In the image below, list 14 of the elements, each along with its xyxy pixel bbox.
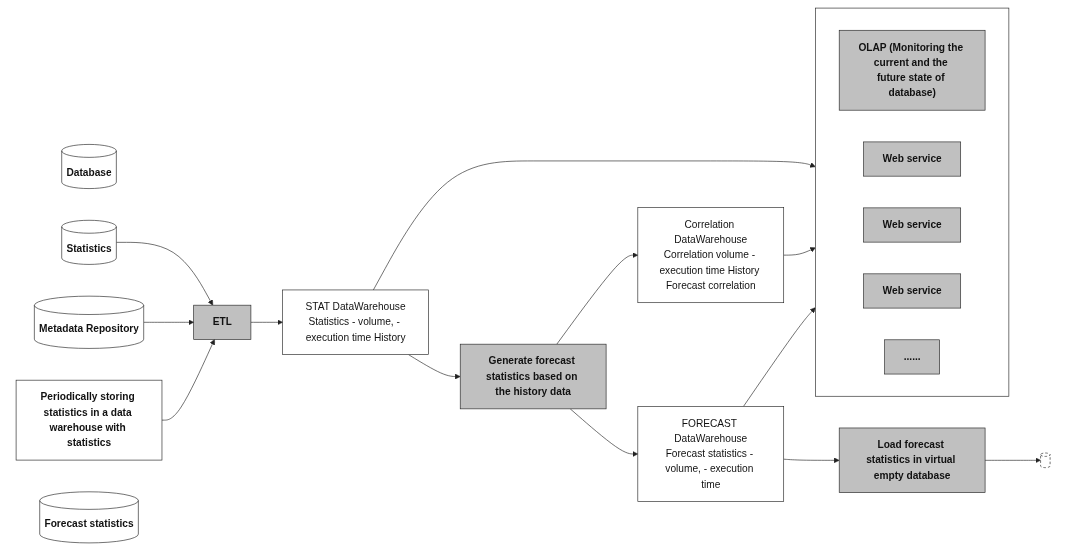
node-box: Web service (863, 273, 961, 308)
node-cylinder (1040, 452, 1051, 468)
node-box: ...... (884, 339, 940, 374)
node-box: Load forecast statistics in virtual empty database (838, 427, 986, 493)
node-box: STAT DataWarehouse Statistics - volume, - execution time History (282, 289, 429, 355)
node-box: Web service (863, 207, 961, 242)
node-box: Web service (863, 141, 961, 176)
node-box: OLAP (Monitoring the current and the future state of database) (838, 29, 986, 110)
node-box: Generate forecast statistics based on the history data (459, 343, 607, 409)
node-box: Periodically storing statistics in a data warehouse with statistics (15, 379, 163, 460)
node-box: FORECAST DataWarehouse Forecast statistics - volume, - execution time (637, 405, 784, 502)
node-box: ETL (193, 304, 252, 340)
node-box: Correlation DataWarehouse Correlation volume - execution time History Forecast correlation (637, 206, 784, 303)
cluster (815, 7, 1010, 397)
